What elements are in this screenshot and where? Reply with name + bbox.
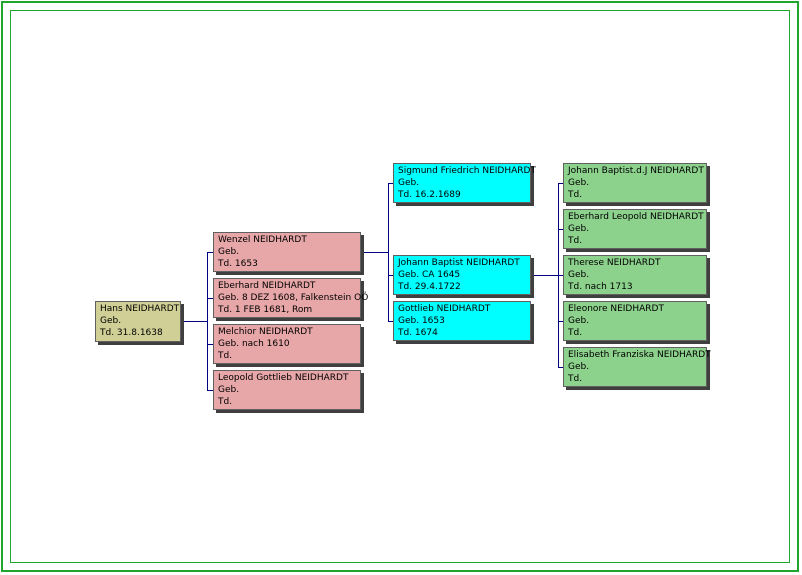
person-born: Geb. — [568, 270, 590, 280]
inner-frame — [10, 10, 790, 563]
person-name: Johann Baptist.d.J NEIDHARDT — [568, 166, 704, 176]
person-born: Geb. nach 1610 — [218, 339, 290, 349]
person-born: Geb. — [218, 385, 240, 395]
person-died: Td. 29.4.1722 — [398, 282, 461, 292]
person-born: Geb. — [218, 247, 240, 257]
person-born: Geb. — [568, 362, 590, 372]
person-card-johann-baptist[interactable]: Johann Baptist NEIDHARDT Geb. CA 1645 Td… — [393, 255, 531, 295]
person-name: Melchior NEIDHARDT — [218, 327, 313, 337]
person-died: Td. — [568, 190, 583, 200]
person-name: Sigmund Friedrich NEIDHARDT — [398, 166, 536, 176]
person-died: Td. 1674 — [398, 328, 438, 338]
person-name: Eberhard Leopold NEIDHARDT — [568, 212, 704, 222]
person-name: Leopold Gottlieb NEIDHARDT — [218, 373, 349, 383]
person-card-leopold-gottlieb[interactable]: Leopold Gottlieb NEIDHARDT Geb. Td. — [213, 370, 361, 410]
person-born: Geb. — [568, 224, 590, 234]
person-card-eberhard[interactable]: Eberhard NEIDHARDT Geb. 8 DEZ 1608, Falk… — [213, 278, 369, 318]
person-died: Td. 16.2.1689 — [398, 190, 461, 200]
person-card-wenzel[interactable]: Wenzel NEIDHARDT Geb. Td. 1653 — [213, 232, 361, 272]
person-name: Eberhard NEIDHARDT — [218, 281, 316, 291]
person-died: Td. — [218, 351, 233, 361]
person-born: Geb. 8 DEZ 1608, Falkenstein OÖ — [218, 293, 369, 303]
person-died: Td. — [218, 397, 233, 407]
person-born: Geb. — [568, 316, 590, 326]
person-born: Geb. — [398, 178, 420, 188]
person-born: Geb. — [100, 316, 122, 326]
person-born: Geb. CA 1645 — [398, 270, 461, 280]
person-name: Johann Baptist NEIDHARDT — [398, 258, 520, 268]
person-born: Geb. — [568, 178, 590, 188]
person-name: Wenzel NEIDHARDT — [218, 235, 307, 245]
person-died: Td. 1653 — [218, 259, 258, 269]
person-card-melchior[interactable]: Melchior NEIDHARDT Geb. nach 1610 Td. — [213, 324, 361, 364]
person-name: Gottlieb NEIDHARDT — [398, 304, 491, 314]
person-born: Geb. 1653 — [398, 316, 445, 326]
person-card-elisabeth-franziska[interactable]: Elisabeth Franziska NEIDHARDT Geb. Td. — [563, 347, 711, 387]
person-card-hans[interactable]: Hans NEIDHARDT Geb. Td. 31.8.1638 — [95, 301, 181, 342]
person-name: Elisabeth Franziska NEIDHARDT — [568, 350, 711, 360]
person-card-sigmund-friedrich[interactable]: Sigmund Friedrich NEIDHARDT Geb. Td. 16.… — [393, 163, 536, 203]
person-card-eberhard-leopold[interactable]: Eberhard Leopold NEIDHARDT Geb. Td. — [563, 209, 707, 249]
person-died: Td. 31.8.1638 — [100, 328, 163, 338]
person-died: Td. — [568, 328, 583, 338]
person-name: Eleonore NEIDHARDT — [568, 304, 664, 314]
person-name: Therese NEIDHARDT — [568, 258, 661, 268]
person-card-eleonore[interactable]: Eleonore NEIDHARDT Geb. Td. — [563, 301, 707, 341]
person-died: Td. — [568, 374, 583, 384]
person-name: Hans NEIDHARDT — [100, 304, 180, 314]
person-card-therese[interactable]: Therese NEIDHARDT Geb. Td. nach 1713 — [563, 255, 707, 295]
person-died: Td. 1 FEB 1681, Rom — [218, 305, 313, 315]
person-died: Td. nach 1713 — [568, 282, 633, 292]
person-card-gottlieb[interactable]: Gottlieb NEIDHARDT Geb. 1653 Td. 1674 — [393, 301, 531, 341]
person-card-johann-baptist-dj[interactable]: Johann Baptist.d.J NEIDHARDT Geb. Td. — [563, 163, 707, 203]
person-died: Td. — [568, 236, 583, 246]
